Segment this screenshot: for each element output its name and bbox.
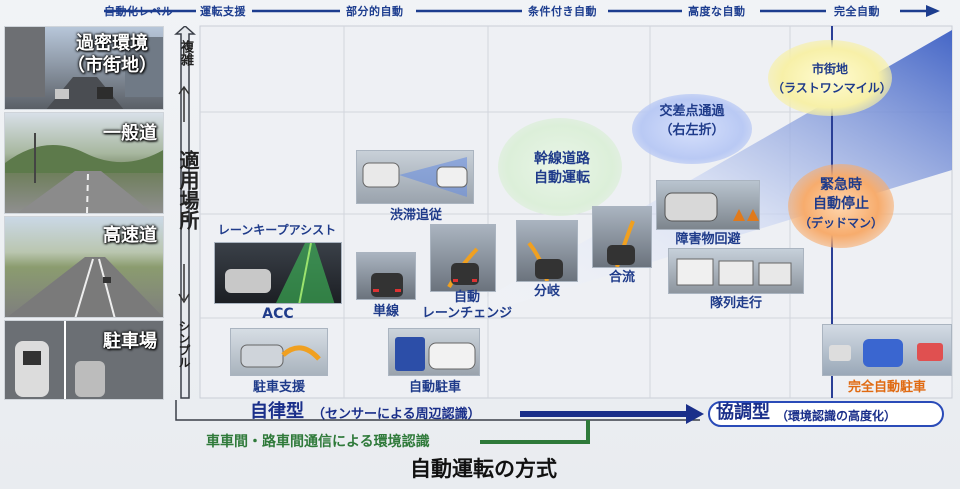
auto-parking-photo (388, 328, 480, 376)
single-lane-caption: 単線 (358, 304, 414, 320)
merge-caption: 合流 (594, 270, 650, 286)
cooperative-type-sub: （環境認識の高度化） (776, 408, 896, 424)
single-lane-image (357, 253, 416, 300)
acc-caption: ACC (238, 306, 318, 322)
single-lane-photo (356, 252, 416, 300)
platoon-photo (668, 248, 804, 294)
traffic-jam-photo (356, 150, 474, 204)
v2x-caption: 車車間・路車間通信による環境認識 (206, 434, 430, 450)
lane-keep-caption: レーンキープアシスト (212, 222, 342, 238)
y-axis-simple: シンプル (176, 320, 193, 368)
cooperative-type-main: 協調型 (716, 405, 770, 421)
traffic-jam-image (357, 151, 474, 204)
lane-change-image (431, 225, 496, 292)
env-photo-urban: 過密環境 （市街地） (4, 26, 164, 110)
branch-photo (516, 220, 578, 282)
intersection-label: 交差点通過 （右左折） (640, 102, 744, 140)
obstacle-photo (656, 180, 760, 230)
urban-label: 市街地 （ラストワンマイル） (772, 60, 888, 98)
obstacle-image (657, 181, 760, 230)
env-parking-label: 駐車場 (103, 331, 157, 353)
lane-change-caption: 自動 レーンチェンジ (420, 290, 514, 322)
y-axis-up-arrow-icon (177, 84, 191, 124)
autonomous-type-main: 自律型 (250, 404, 304, 420)
env-photo-highway: 高速道 (4, 216, 164, 318)
full-auto-parking-photo (822, 324, 952, 376)
obstacle-caption: 障害物回避 (656, 232, 760, 248)
merge-photo (592, 206, 652, 268)
branch-caption: 分岐 (520, 284, 574, 300)
full-auto-parking-image (823, 325, 952, 376)
parking-assist-image (231, 329, 328, 376)
trunk-road-label: 幹線道路 自動運転 (512, 150, 612, 188)
parking-assist-photo (230, 328, 328, 376)
env-general-label: 一般道 (103, 123, 157, 145)
merge-image (593, 207, 652, 268)
lane-keep-image (215, 243, 342, 304)
y-axis-title: 適用場所 (174, 150, 203, 230)
auto-parking-image (389, 329, 480, 376)
y-axis-down-arrow-icon (177, 262, 191, 306)
traffic-jam-caption: 渋滞追従 (366, 208, 466, 224)
env-urban-label: 過密環境 （市街地） (67, 33, 157, 77)
platoon-image (669, 249, 804, 294)
lane-keep-photo (214, 242, 342, 304)
env-photo-general-road: 一般道 (4, 112, 164, 214)
autonomous-type-sub: （センサーによる周辺認識） (312, 407, 481, 423)
lane-change-photo (430, 224, 496, 292)
env-highway-label: 高速道 (103, 225, 157, 247)
emergency-label: 緊急時 自動停止 （デッドマン） (792, 176, 890, 233)
platoon-caption: 隊列走行 (680, 296, 792, 312)
y-axis-complex: 複雑 (176, 40, 195, 66)
diagram-title: 自動運転の方式 (410, 456, 557, 482)
branch-image (517, 221, 578, 282)
